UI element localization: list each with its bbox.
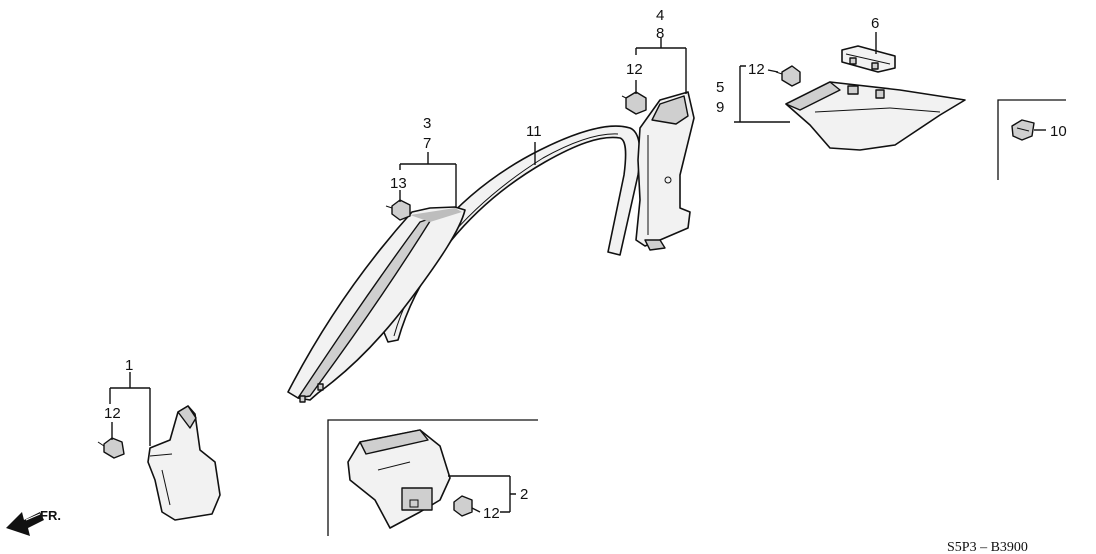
part-2-side-trim[interactable]: [347, 429, 451, 529]
callout-6: 6: [871, 15, 879, 32]
leader-lines: [109, 32, 1046, 513]
callout-11: 11: [526, 123, 542, 140]
callout-7: 7: [423, 135, 431, 152]
detail-box-part-10: [997, 99, 1066, 180]
callout-13: 13: [390, 175, 407, 192]
callout-9: 9: [716, 99, 724, 116]
callout-12-b: 12: [626, 61, 643, 78]
callout-8: 8: [656, 25, 664, 42]
callout-4: 4: [656, 7, 664, 24]
part-4-b-pillar-garnish[interactable]: [635, 91, 695, 251]
callout-3: 3: [423, 115, 431, 132]
clip-13-a-pillar[interactable]: [385, 199, 411, 221]
detail-box-part-2: [327, 419, 538, 536]
callout-10: 10: [1050, 123, 1067, 140]
clip-12-side-trim[interactable]: [453, 495, 473, 517]
part-6-trim-piece[interactable]: [841, 45, 896, 73]
part-5-c-pillar-garnish[interactable]: [785, 81, 966, 151]
callout-12-kick: 12: [104, 405, 121, 422]
clip-12-c-pillar[interactable]: [775, 65, 801, 87]
clip-12-b-pillar[interactable]: [621, 91, 647, 115]
part-1-kick-panel[interactable]: [147, 405, 221, 521]
callout-1: 1: [125, 357, 133, 374]
callout-2: 2: [520, 486, 528, 503]
diagram-code: S5P3 – B3900: [947, 540, 1028, 554]
front-label: FR.: [40, 508, 61, 523]
callout-12-side: 12: [483, 505, 500, 522]
callout-12-c: 12: [748, 61, 765, 78]
part-10-clip[interactable]: [1011, 119, 1035, 141]
part-3-a-pillar-garnish[interactable]: [287, 206, 466, 403]
arrow-icon: [6, 512, 44, 536]
front-direction-indicator: FR.: [6, 508, 61, 536]
callout-5: 5: [716, 79, 724, 96]
callouts: 1 12 3 7 13 11 4 8 12 5 9 12 6 10 2 12: [104, 7, 1067, 522]
clip-12-kick-panel[interactable]: [97, 437, 125, 459]
